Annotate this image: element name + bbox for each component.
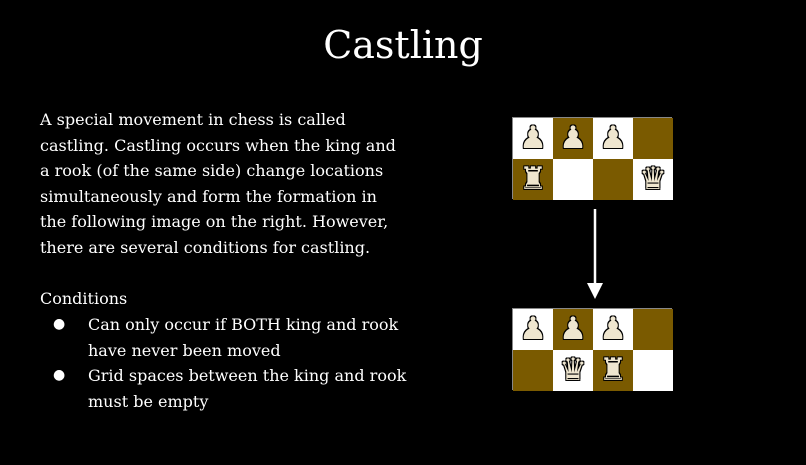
board-square-dark — [593, 159, 633, 200]
bullet-icon: ● — [53, 316, 66, 332]
pawn-icon: ♟ — [559, 311, 587, 347]
board-square-dark — [513, 350, 553, 391]
condition-item: ● Grid spaces between the king and rook … — [40, 363, 410, 414]
condition-item: ● Can only occur if BOTH king and rook h… — [40, 312, 410, 363]
board-square-light: ♛ — [633, 159, 673, 200]
queen-icon: ♛ — [559, 352, 587, 388]
board-square-light — [633, 350, 673, 391]
intro-text: A special movement in chess is called ca… — [40, 110, 396, 257]
intro-paragraph: A special movement in chess is called ca… — [40, 107, 400, 260]
pawn-icon: ♟ — [559, 120, 587, 156]
down-arrow-icon — [587, 209, 603, 299]
board-square-dark: ♜ — [513, 159, 553, 200]
chess-board-after: ♟ ♟ ♟ ♛ ♜ — [512, 308, 673, 391]
rook-icon: ♜ — [599, 352, 627, 388]
board-square-dark: ♟ — [553, 309, 593, 350]
queen-icon: ♛ — [639, 161, 667, 197]
condition-text: Grid spaces between the king and rook mu… — [88, 366, 407, 411]
chess-board-before: ♟ ♟ ♟ ♜ ♛ — [512, 117, 673, 200]
board-square-light: ♟ — [513, 309, 553, 350]
board-square-light: ♛ — [553, 350, 593, 391]
pawn-icon: ♟ — [519, 311, 547, 347]
board-square-light — [553, 159, 593, 200]
board-square-dark — [633, 118, 673, 159]
slide-title: Castling — [323, 23, 483, 67]
board-square-light: ♟ — [593, 309, 633, 350]
conditions-heading: Conditions — [40, 289, 128, 308]
bullet-icon: ● — [53, 367, 66, 383]
condition-text: Can only occur if BOTH king and rook hav… — [88, 315, 399, 360]
board-square-dark: ♟ — [553, 118, 593, 159]
board-square-dark — [633, 309, 673, 350]
board-square-light: ♟ — [513, 118, 553, 159]
conditions-list: ● Can only occur if BOTH king and rook h… — [40, 312, 410, 414]
board-square-dark: ♜ — [593, 350, 633, 391]
board-square-light: ♟ — [593, 118, 633, 159]
pawn-icon: ♟ — [599, 311, 627, 347]
pawn-icon: ♟ — [519, 120, 547, 156]
pawn-icon: ♟ — [599, 120, 627, 156]
rook-icon: ♜ — [519, 161, 547, 197]
